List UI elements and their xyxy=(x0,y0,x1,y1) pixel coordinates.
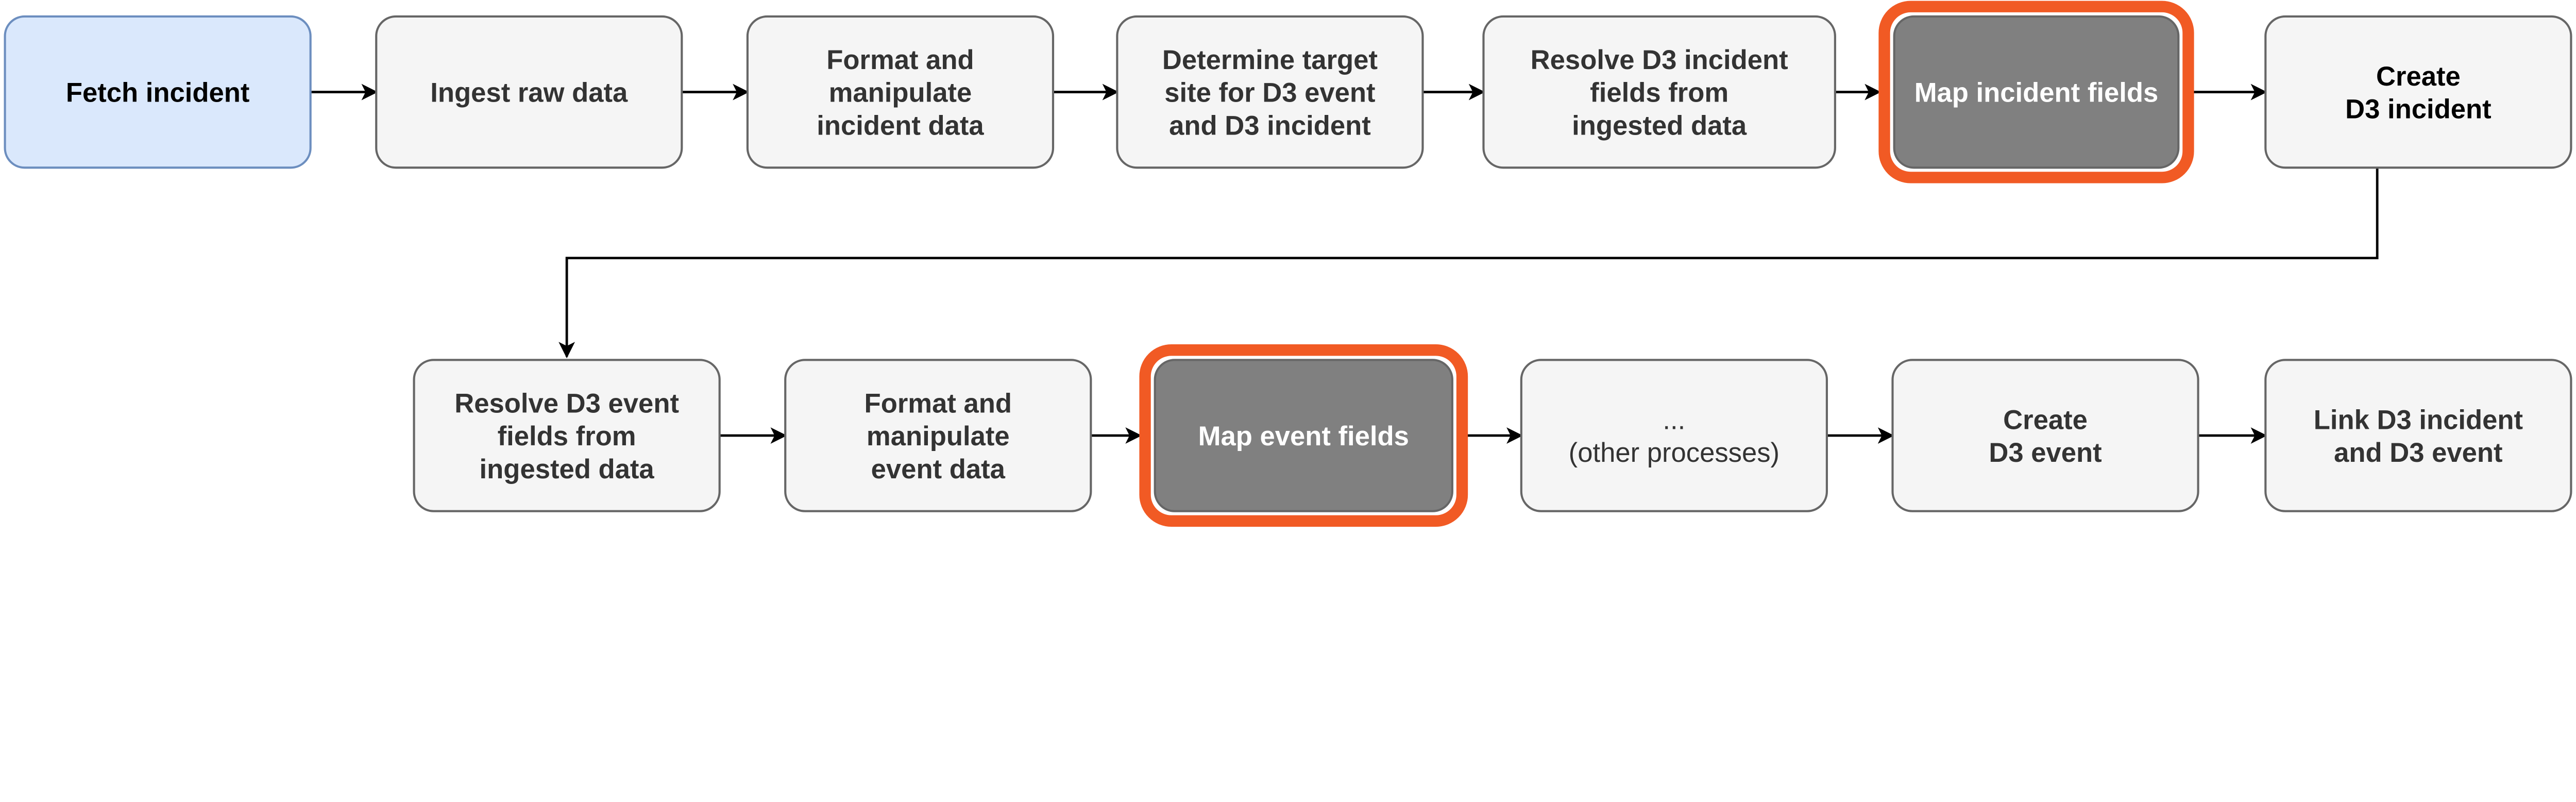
node-label-line: Determine target xyxy=(1162,45,1378,75)
node-label-line: manipulate xyxy=(867,421,1010,452)
node-box xyxy=(4,15,312,169)
node-box xyxy=(746,15,1055,169)
node-label-line: Format and xyxy=(826,45,974,75)
node-label-line: (other processes) xyxy=(1569,438,1780,468)
node-label-line: fields from xyxy=(498,421,636,452)
node-label-line: manipulate xyxy=(829,78,972,108)
row-wrap-connector xyxy=(558,168,2379,359)
node-label-line: Fetch incident xyxy=(66,78,250,108)
node-other-processes[interactable]: ... (other processes) xyxy=(1520,359,1828,512)
node-box xyxy=(1116,15,1424,169)
node-label-line: D3 incident xyxy=(2345,94,2492,125)
node-label-line: Map incident fields xyxy=(1914,78,2159,108)
node-label-line: Resolve D3 incident xyxy=(1531,45,1788,75)
node-label-line: Map event fields xyxy=(1198,421,1409,452)
node-label-line: event data xyxy=(871,454,1006,484)
node-label-line: and D3 event xyxy=(2334,438,2502,468)
node-box xyxy=(375,15,683,169)
node-label-line: Resolve D3 event xyxy=(454,388,679,419)
node-fetch-incident[interactable]: Fetch incident xyxy=(4,15,312,169)
node-label-line: Create xyxy=(2003,405,2088,435)
connectors xyxy=(310,83,2379,444)
node-label-line: Link D3 incident xyxy=(2314,405,2523,435)
node-label-line: Create xyxy=(2376,61,2461,92)
node-box xyxy=(413,359,721,512)
node-box xyxy=(1154,359,1453,512)
node-box xyxy=(784,359,1092,512)
node-ingest-raw-data[interactable]: Ingest raw data xyxy=(375,15,683,169)
node-map-incident-fields[interactable]: Map incident fields xyxy=(1878,1,2194,183)
node-box xyxy=(2264,15,2572,169)
node-box xyxy=(1520,359,1828,512)
highlight-border xyxy=(1878,1,2194,183)
node-label-line: incident data xyxy=(817,110,984,141)
node-box xyxy=(2264,359,2572,512)
node-map-event-fields[interactable]: Map event fields xyxy=(1139,344,1468,527)
node-label-line: site for D3 event xyxy=(1164,78,1375,108)
node-label-line: Format and xyxy=(865,388,1012,419)
highlight-border xyxy=(1139,344,1468,527)
node-label-line: fields from xyxy=(1590,78,1728,108)
node-label-line: D3 event xyxy=(1989,438,2102,468)
node-box xyxy=(1893,15,2180,169)
node-label-line: ... xyxy=(1663,405,1685,435)
node-box xyxy=(1891,359,2199,512)
node-label-line: Ingest raw data xyxy=(430,78,628,108)
node-box xyxy=(1482,15,1836,169)
node-label-line: ingested data xyxy=(480,454,655,484)
node-label-line: ingested data xyxy=(1572,110,1747,141)
node-label-line: and D3 incident xyxy=(1169,110,1371,141)
